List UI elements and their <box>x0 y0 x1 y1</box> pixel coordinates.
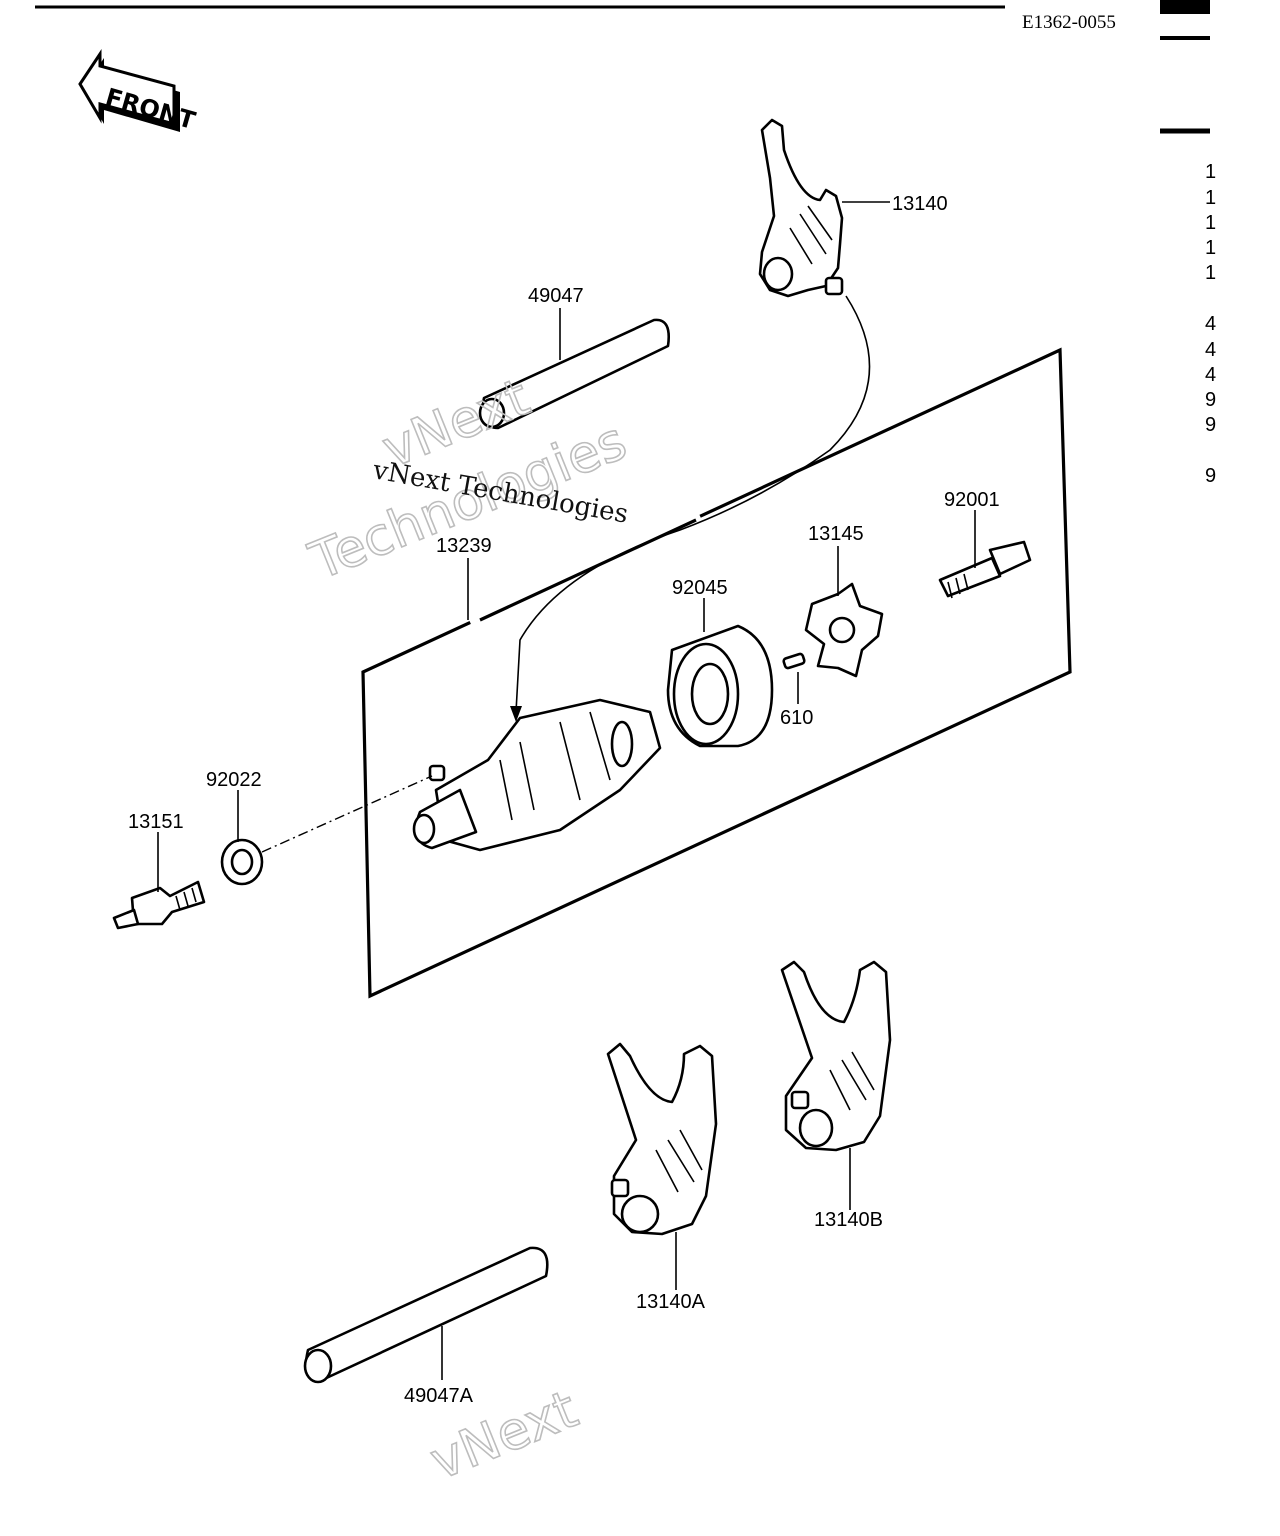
edge-mark: 4 <box>1205 313 1216 335</box>
edge-mark: 9 <box>1205 465 1216 487</box>
edge-mark: 9 <box>1205 389 1216 411</box>
shift-fork-13140B <box>780 960 892 1152</box>
washer-92022 <box>220 838 264 886</box>
edge-mark: 1 <box>1205 237 1216 259</box>
shaft-49047 <box>478 318 670 430</box>
axis-line <box>261 775 433 853</box>
label-49047A: 49047A <box>404 1385 474 1407</box>
diagram-code: E1362-0055 <box>1022 12 1116 33</box>
edge-mark: 1 <box>1205 262 1216 284</box>
label-13151: 13151 <box>128 811 184 833</box>
shaft-49047A <box>303 1246 549 1384</box>
label-92001: 92001 <box>944 489 1000 511</box>
label-92045: 92045 <box>672 577 728 599</box>
shift-fork-13140 <box>758 118 844 298</box>
label-13239: 13239 <box>436 535 492 557</box>
front-arrow-icon: FRONT <box>78 49 199 135</box>
page-border-top <box>35 0 1210 134</box>
bolt-92001 <box>938 540 1032 599</box>
neutral-switch-13151 <box>112 880 206 930</box>
leader-lines <box>157 201 976 1380</box>
edge-mark: 4 <box>1205 339 1216 361</box>
label-13140: 13140 <box>892 193 948 215</box>
edge-mark: 4 <box>1205 364 1216 386</box>
label-13140A: 13140A <box>636 1291 706 1313</box>
bearing-92045 <box>666 624 774 748</box>
label-13145: 13145 <box>808 523 864 545</box>
label-49047: 49047 <box>528 285 584 307</box>
part-labels: 13140 49047 13239 92045 13145 92001 610 … <box>128 193 1000 1407</box>
shift-fork-13140A <box>606 1042 718 1236</box>
edge-mark: 1 <box>1205 161 1216 183</box>
star-cam-13145 <box>804 582 884 678</box>
connector-curve <box>515 295 871 713</box>
shift-drum <box>412 698 662 852</box>
label-610: 610 <box>780 707 813 729</box>
edge-mark: 1 <box>1205 212 1216 234</box>
edge-mark: 9 <box>1205 414 1216 436</box>
connector-arrowhead <box>510 706 522 722</box>
label-13140B: 13140B <box>814 1209 883 1231</box>
edge-mark: 1 <box>1205 187 1216 209</box>
pin-610 <box>782 652 806 670</box>
label-92022: 92022 <box>206 769 262 791</box>
right-edge-marks: 1 1 1 1 1 4 4 4 9 9 9 <box>1205 161 1216 487</box>
